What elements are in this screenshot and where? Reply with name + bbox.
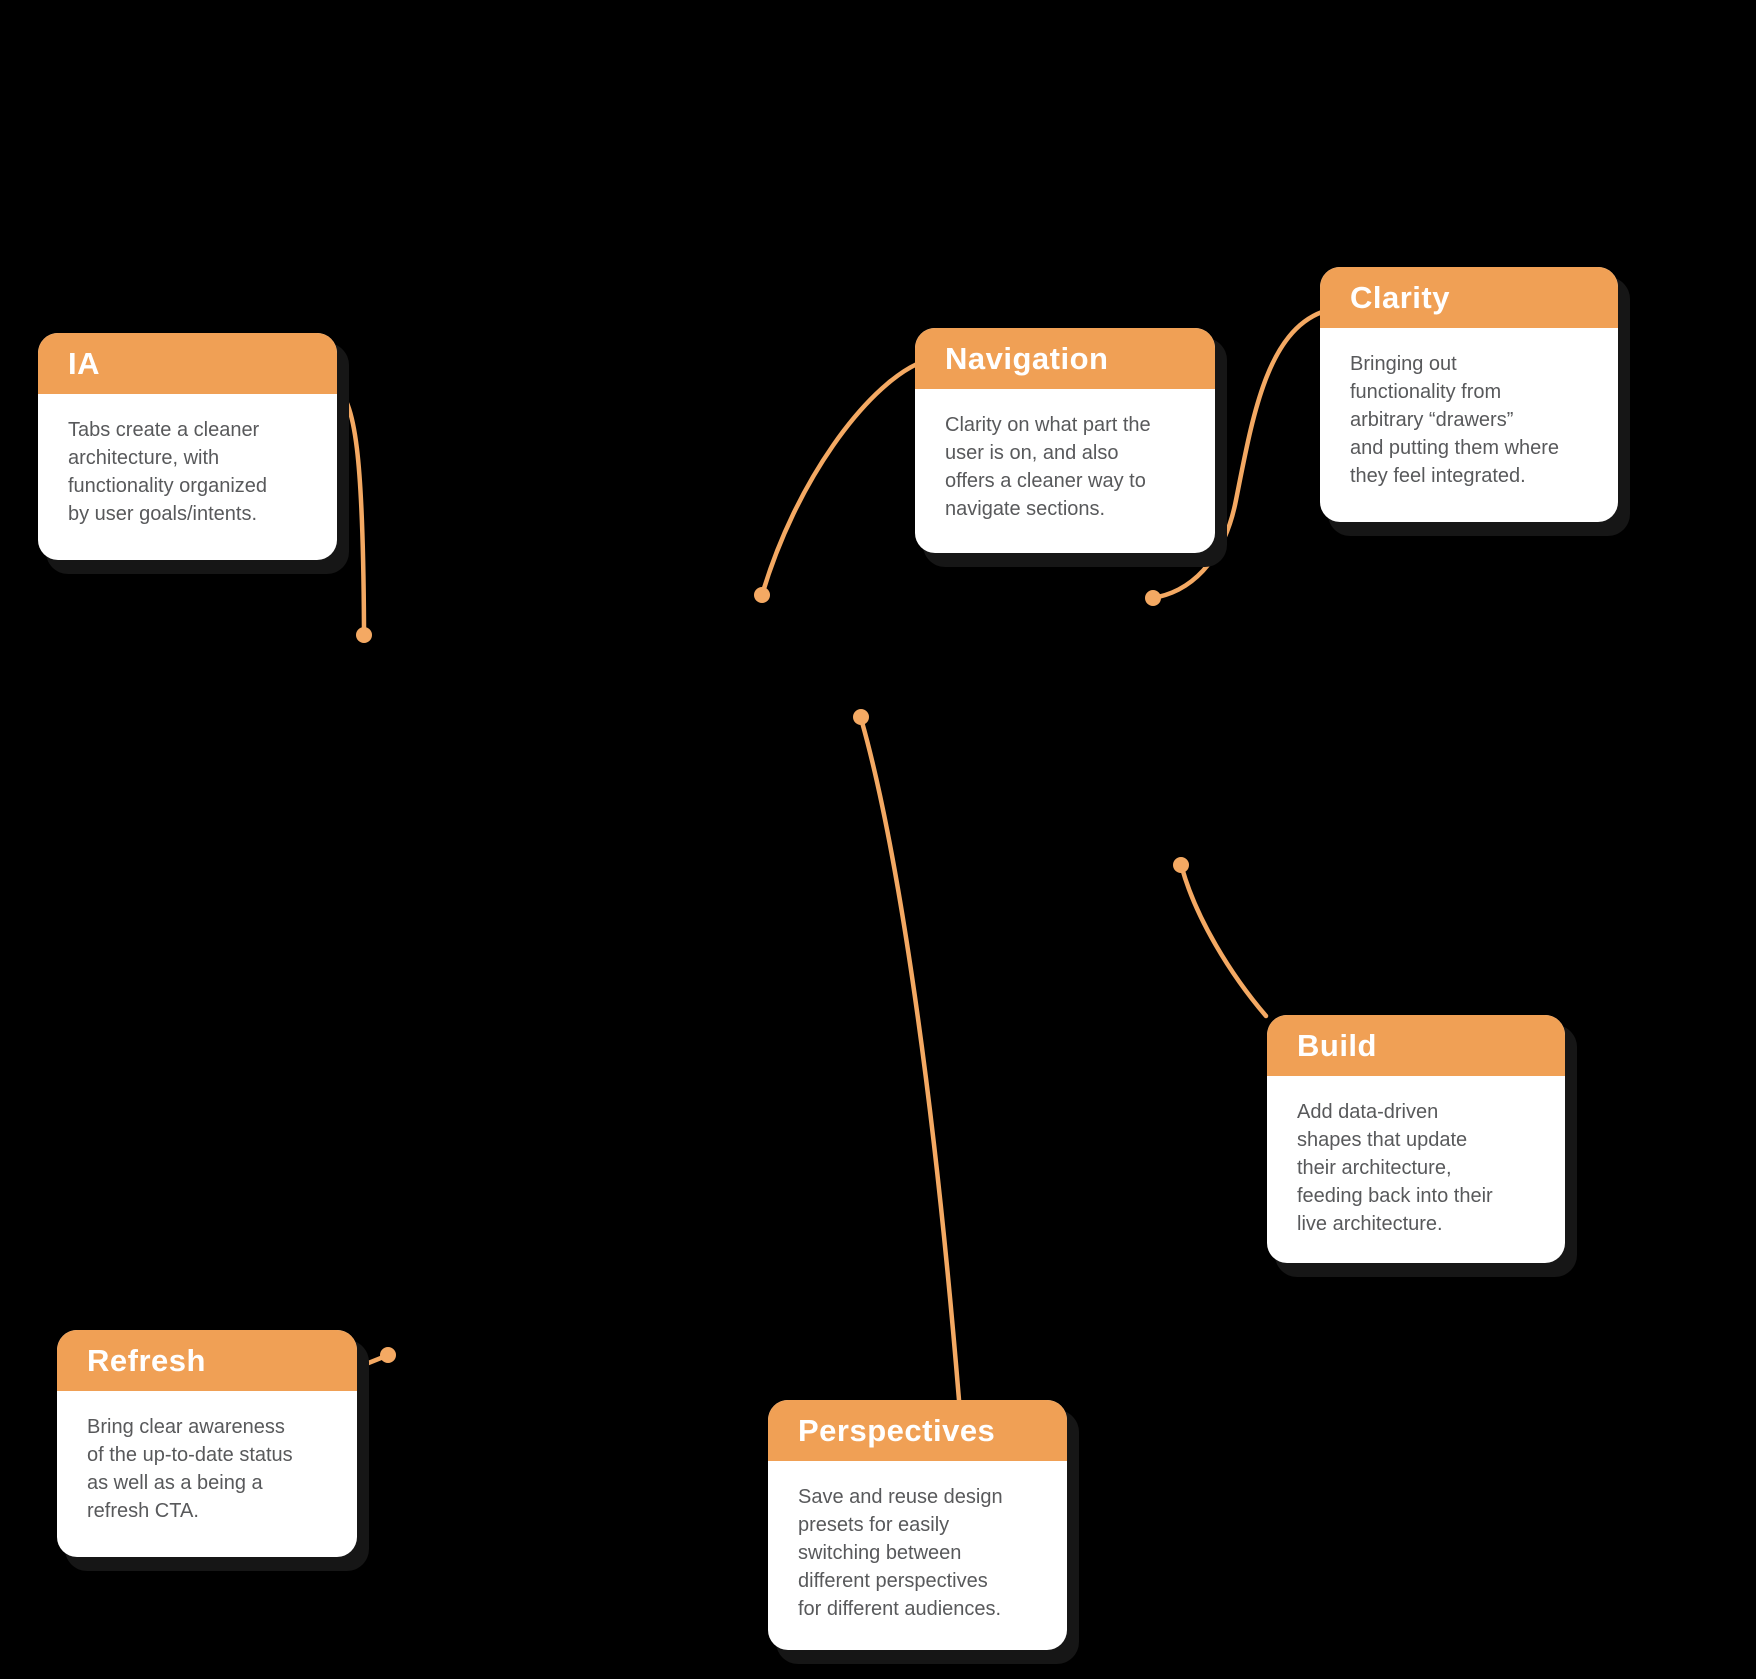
card-header-clarity: Clarity [1320, 267, 1618, 328]
card-header-perspectives: Perspectives [768, 1400, 1067, 1461]
card-body-clarity: Bringing out functionality from arbitrar… [1350, 353, 1560, 487]
card-header-navigation: Navigation [915, 328, 1215, 389]
card-body-ia: Tabs create a cleaner architecture, with… [68, 419, 268, 525]
card-body-refresh: Bring clear awareness of the up-to-date … [87, 1416, 293, 1522]
callout-card-perspectives: Perspectives Save and reuse design prese… [768, 1400, 1067, 1650]
callout-card-refresh: Refresh Bring clear awareness of the up-… [57, 1330, 357, 1557]
card-body-build: Add data-driven shapes that update their… [1297, 1101, 1493, 1235]
card-header-build: Build [1267, 1015, 1565, 1076]
card-header-ia: IA [38, 333, 337, 394]
card-title-refresh: Refresh [87, 1342, 206, 1378]
callout-card-ia: IA Tabs create a cleaner architecture, w… [38, 333, 337, 560]
card-title-ia: IA [68, 345, 100, 381]
connector-line-perspectives [859, 719, 962, 1403]
connector-line-ia [331, 383, 367, 630]
callout-card-navigation: Navigation Clarity on what part the user… [915, 328, 1215, 553]
connector-line-clarity [1155, 309, 1325, 600]
card-title-perspectives: Perspectives [798, 1412, 996, 1448]
card-title-navigation: Navigation [945, 340, 1109, 376]
card-body-perspectives: Save and reuse design presets for easily… [798, 1486, 1003, 1620]
callout-card-build: Build Add data-driven shapes that update… [1267, 1015, 1565, 1263]
connector-line-build [1179, 865, 1269, 1019]
card-header-refresh: Refresh [57, 1330, 357, 1391]
callout-card-clarity: Clarity Bringing out functionality from … [1320, 267, 1618, 522]
connector-line-navigation [759, 361, 920, 598]
card-body-navigation: Clarity on what part the user is on, and… [945, 414, 1151, 520]
card-title-clarity: Clarity [1350, 279, 1450, 315]
card-title-build: Build [1297, 1027, 1377, 1063]
